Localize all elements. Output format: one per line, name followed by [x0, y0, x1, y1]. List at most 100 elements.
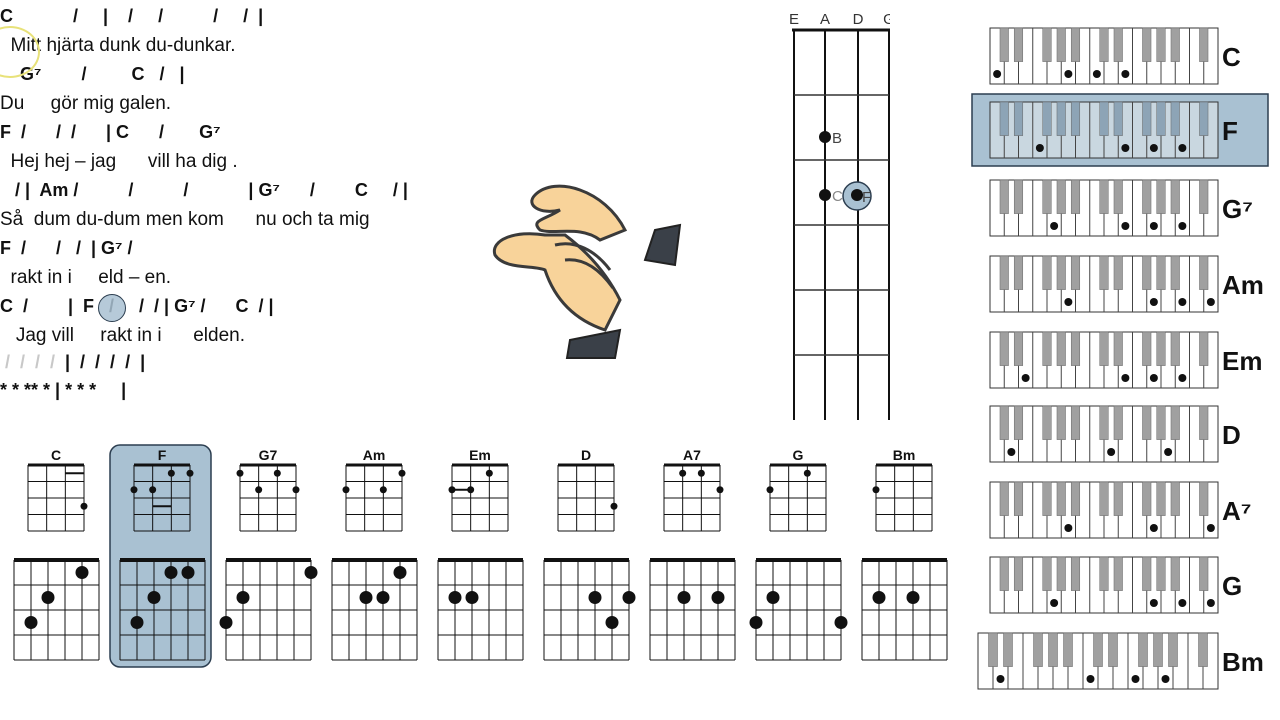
piano-chord-name: F	[1222, 116, 1238, 146]
piano-dot	[1107, 448, 1116, 456]
lyric-line: Jag vill rakt in i elden.	[0, 325, 245, 346]
guitar-dot	[24, 616, 38, 629]
black-key	[1042, 27, 1052, 62]
piano-chord-name: Am	[1222, 270, 1264, 300]
piano-dot	[1064, 298, 1073, 306]
uke-dot	[379, 486, 387, 494]
guitar-dot	[147, 591, 161, 604]
uke-dot	[716, 486, 724, 494]
black-key	[999, 556, 1009, 591]
black-key	[1033, 632, 1043, 667]
black-key	[988, 632, 998, 667]
black-key	[999, 27, 1009, 62]
lyric-line: rakt in i eld – en.	[0, 267, 172, 288]
black-key	[1056, 405, 1066, 440]
black-key	[1048, 632, 1058, 667]
black-key	[1013, 27, 1024, 62]
piano-chord-name: C	[1222, 42, 1241, 72]
uke-dot	[872, 486, 880, 494]
piano-dot	[1121, 144, 1130, 152]
chord-line: / / / / | / / / / |	[0, 352, 145, 373]
piano-dot	[1206, 298, 1215, 306]
black-key	[1013, 481, 1024, 516]
black-key	[1113, 405, 1123, 440]
guitar-dot	[465, 591, 479, 604]
piano-chord-name: Em	[1222, 346, 1262, 376]
piano-dot	[1007, 448, 1016, 456]
uke-dot	[236, 469, 244, 477]
black-key	[1099, 481, 1109, 516]
note-label: C	[832, 188, 843, 205]
chord-name: F	[158, 447, 167, 463]
piano-dot	[1178, 374, 1187, 382]
guitar-dot	[376, 591, 390, 604]
black-key	[1056, 179, 1066, 214]
black-key	[1170, 405, 1180, 440]
guitar-dot	[749, 616, 763, 629]
black-key	[1199, 481, 1209, 516]
piano-dot	[1131, 675, 1140, 683]
guitar-dot	[906, 591, 920, 604]
black-key	[1070, 101, 1081, 136]
piano-dot	[1206, 524, 1215, 532]
guitar-dot	[872, 591, 886, 604]
black-key	[1099, 179, 1109, 214]
black-key	[1013, 405, 1024, 440]
piano-dot	[1149, 599, 1158, 607]
string-label: E	[789, 11, 799, 28]
uke-dot	[186, 469, 194, 477]
piano-chord-name: G	[1222, 571, 1242, 601]
black-key	[1142, 179, 1152, 214]
black-key	[1099, 27, 1109, 62]
black-key	[999, 101, 1009, 136]
uke-dot	[610, 502, 618, 510]
guitar-dot	[588, 591, 602, 604]
black-key	[1153, 632, 1163, 667]
piano-dot	[1121, 222, 1130, 230]
black-key	[1013, 101, 1024, 136]
guitar-dot	[41, 591, 55, 604]
black-key	[1156, 481, 1166, 516]
black-key	[1042, 331, 1052, 366]
black-key	[1108, 632, 1118, 667]
black-key	[1070, 481, 1081, 516]
black-key	[1142, 481, 1152, 516]
black-key	[1170, 179, 1180, 214]
piano-dot	[1149, 298, 1158, 306]
uke-dot	[130, 486, 138, 494]
black-key	[1042, 405, 1052, 440]
black-key	[1042, 255, 1052, 290]
black-key	[1013, 179, 1024, 214]
black-key	[1042, 481, 1052, 516]
black-key	[1199, 27, 1209, 62]
piano-dot	[1064, 70, 1073, 78]
active-chord-highlight	[109, 444, 212, 668]
black-key	[1013, 255, 1024, 290]
black-key	[1156, 556, 1166, 591]
uke-dot	[448, 486, 456, 494]
black-key	[999, 255, 1009, 290]
black-key	[1070, 331, 1081, 366]
guitar-dot	[605, 616, 619, 629]
lyric-line: Du gör mig galen.	[0, 93, 172, 114]
black-key	[1056, 27, 1066, 62]
piano-dot	[1178, 144, 1187, 152]
uke-dot	[255, 486, 263, 494]
black-key	[1113, 331, 1123, 366]
black-key	[1099, 255, 1109, 290]
black-key	[1013, 331, 1024, 366]
black-key	[1142, 405, 1152, 440]
chord-line: C / | F / / / | G⁷ / C / |	[0, 296, 274, 316]
black-key	[1113, 255, 1123, 290]
black-key	[1099, 101, 1109, 136]
chord-name: Bm	[893, 447, 916, 463]
piano-dot	[1121, 70, 1130, 78]
piano-dot	[1149, 524, 1158, 532]
black-key	[1170, 331, 1180, 366]
chord-name: C	[51, 447, 61, 463]
guitar-dot	[359, 591, 373, 604]
chord-name: Em	[469, 447, 491, 463]
black-key	[1168, 632, 1178, 667]
piano-dot	[1149, 374, 1158, 382]
guitar-dot	[236, 591, 250, 604]
